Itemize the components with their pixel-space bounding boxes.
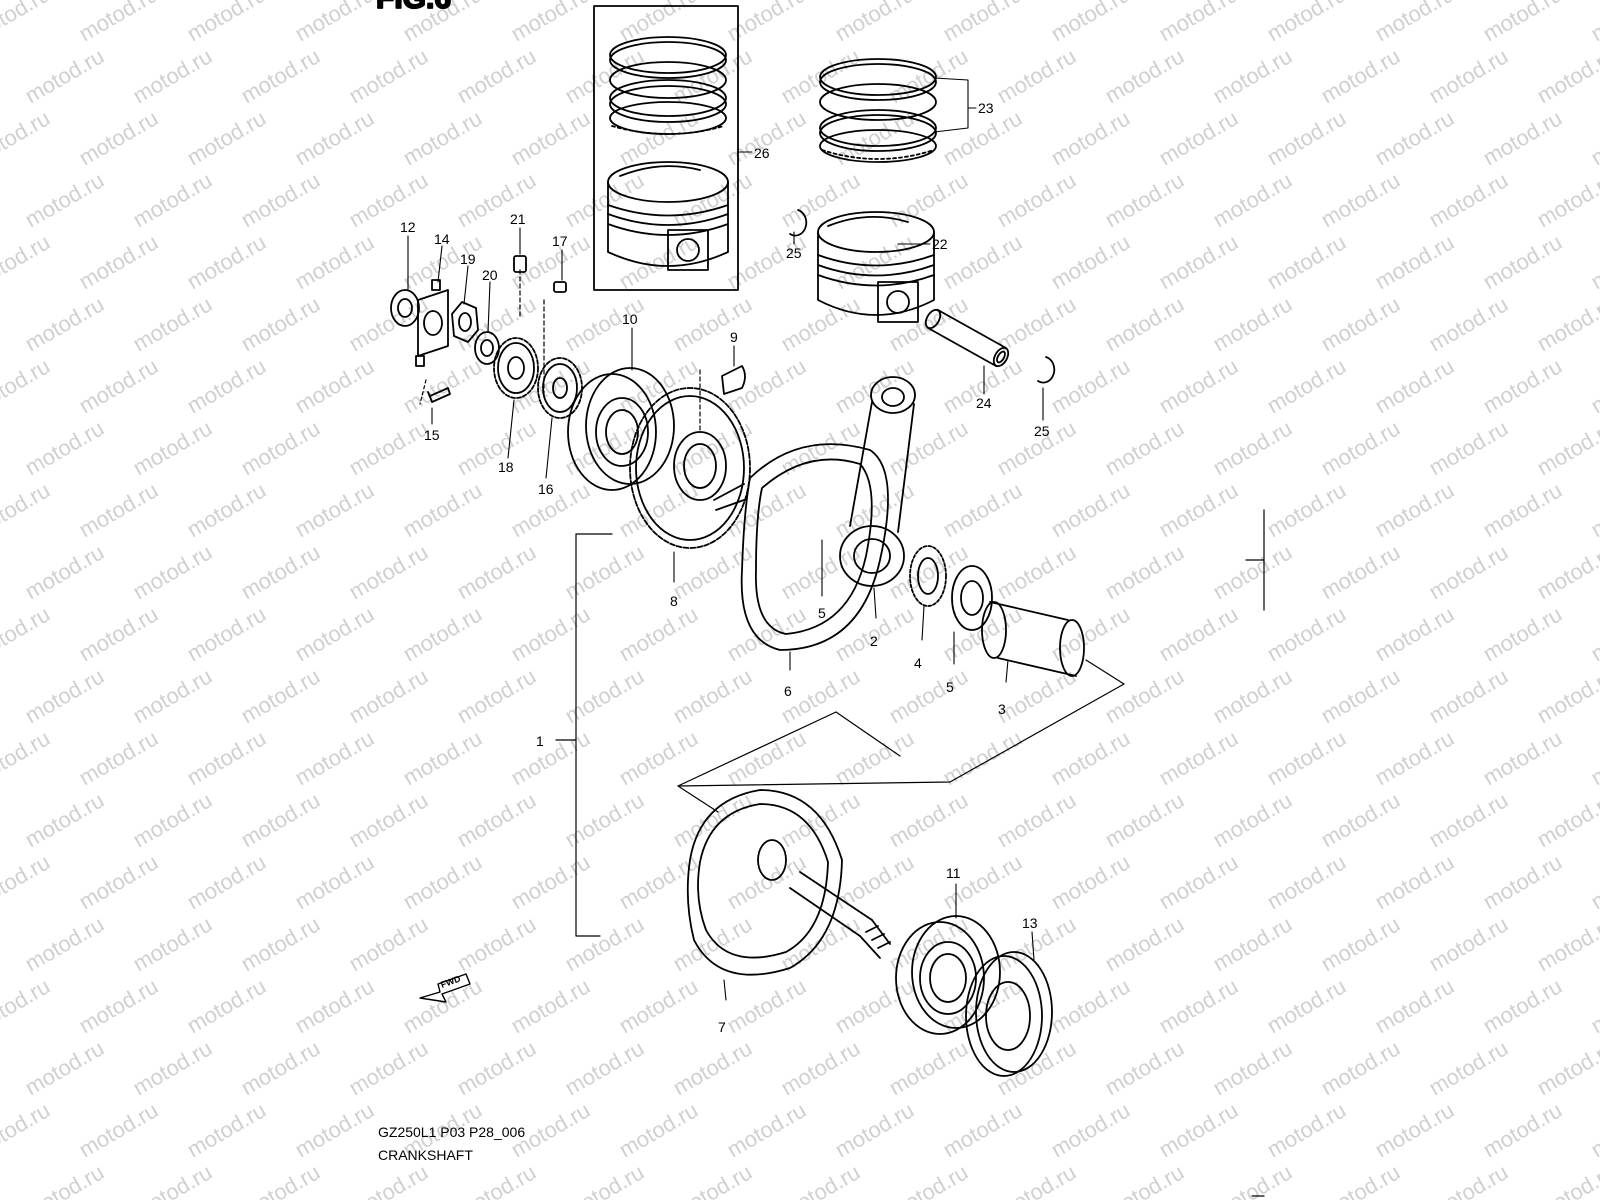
piston-kit-box[interactable] xyxy=(593,5,739,291)
callout-23: 23 xyxy=(978,100,994,116)
piston-pin[interactable] xyxy=(923,307,1011,368)
callout-6: 6 xyxy=(784,683,792,699)
piston-rings-kit xyxy=(609,36,727,135)
diagram-code: GZ250L1 P03 P28_006 xyxy=(378,1124,526,1140)
callout-17: 17 xyxy=(552,233,568,249)
piston-ring-set[interactable] xyxy=(819,58,937,163)
gear-16[interactable] xyxy=(537,357,583,419)
callout-10: 10 xyxy=(622,311,638,327)
forward-arrow-icon: FWD xyxy=(419,973,471,1003)
crankshaft-journal[interactable] xyxy=(789,871,891,959)
piston-kit xyxy=(607,161,729,271)
needle-bearing-4[interactable] xyxy=(909,545,947,607)
lock-washer-14[interactable] xyxy=(415,279,449,367)
callout-5-inner: 5 xyxy=(818,605,826,621)
callout-9: 9 xyxy=(730,329,738,345)
callout-22: 22 xyxy=(932,236,948,252)
crank-gear-8[interactable] xyxy=(629,387,751,549)
callout-18: 18 xyxy=(498,459,514,475)
figure-title: FIG.6 xyxy=(376,0,451,15)
diagram-name: CRANKSHAFT xyxy=(378,1147,473,1163)
callout-4: 4 xyxy=(914,655,922,671)
callout-labels: 26 23 22 25 25 24 12 14 19 20 21 17 15 1… xyxy=(400,100,1050,1035)
bearing-10[interactable] xyxy=(567,367,675,491)
oil-seal-13[interactable] xyxy=(965,951,1053,1077)
circlip-lower[interactable] xyxy=(1037,356,1056,384)
callout-26: 26 xyxy=(754,145,770,161)
callout-15: 15 xyxy=(424,427,440,443)
bolt-15[interactable] xyxy=(427,387,451,403)
circlip-upper[interactable] xyxy=(789,209,808,237)
callout-19: 19 xyxy=(460,251,476,267)
assembly-lines xyxy=(419,269,1125,937)
callout-25-upper: 25 xyxy=(786,245,802,261)
connecting-rod[interactable] xyxy=(839,376,916,587)
bolt-9[interactable] xyxy=(721,365,746,395)
margin-marks xyxy=(1245,509,1265,1197)
key-17[interactable] xyxy=(553,281,567,293)
callout-14: 14 xyxy=(434,231,450,247)
callout-25-lower: 25 xyxy=(1034,423,1050,439)
callout-24: 24 xyxy=(976,395,992,411)
nut-19[interactable] xyxy=(451,301,479,343)
callout-16: 16 xyxy=(538,481,554,497)
callout-7: 7 xyxy=(718,1019,726,1035)
callout-11: 11 xyxy=(946,865,961,881)
callout-8: 8 xyxy=(670,593,678,609)
callout-2: 2 xyxy=(870,633,878,649)
callout-20: 20 xyxy=(482,267,498,283)
crank-flywheel-right[interactable] xyxy=(713,443,889,651)
callout-1: 1 xyxy=(536,733,544,749)
bearing-11[interactable] xyxy=(895,915,1001,1035)
callout-5-outer: 5 xyxy=(946,679,954,695)
leader-lines xyxy=(407,77,1044,1001)
crank-pin-3[interactable] xyxy=(981,601,1085,677)
callout-3: 3 xyxy=(998,701,1006,717)
crank-flywheel-left[interactable] xyxy=(686,789,843,976)
piston[interactable] xyxy=(817,211,935,323)
oil-seal-12[interactable] xyxy=(390,289,420,327)
callout-13: 13 xyxy=(1022,915,1038,931)
callout-21: 21 xyxy=(510,211,526,227)
callout-12: 12 xyxy=(400,219,416,235)
thrust-washer-5[interactable] xyxy=(951,565,993,631)
primary-drive-gear-18[interactable] xyxy=(493,337,539,399)
